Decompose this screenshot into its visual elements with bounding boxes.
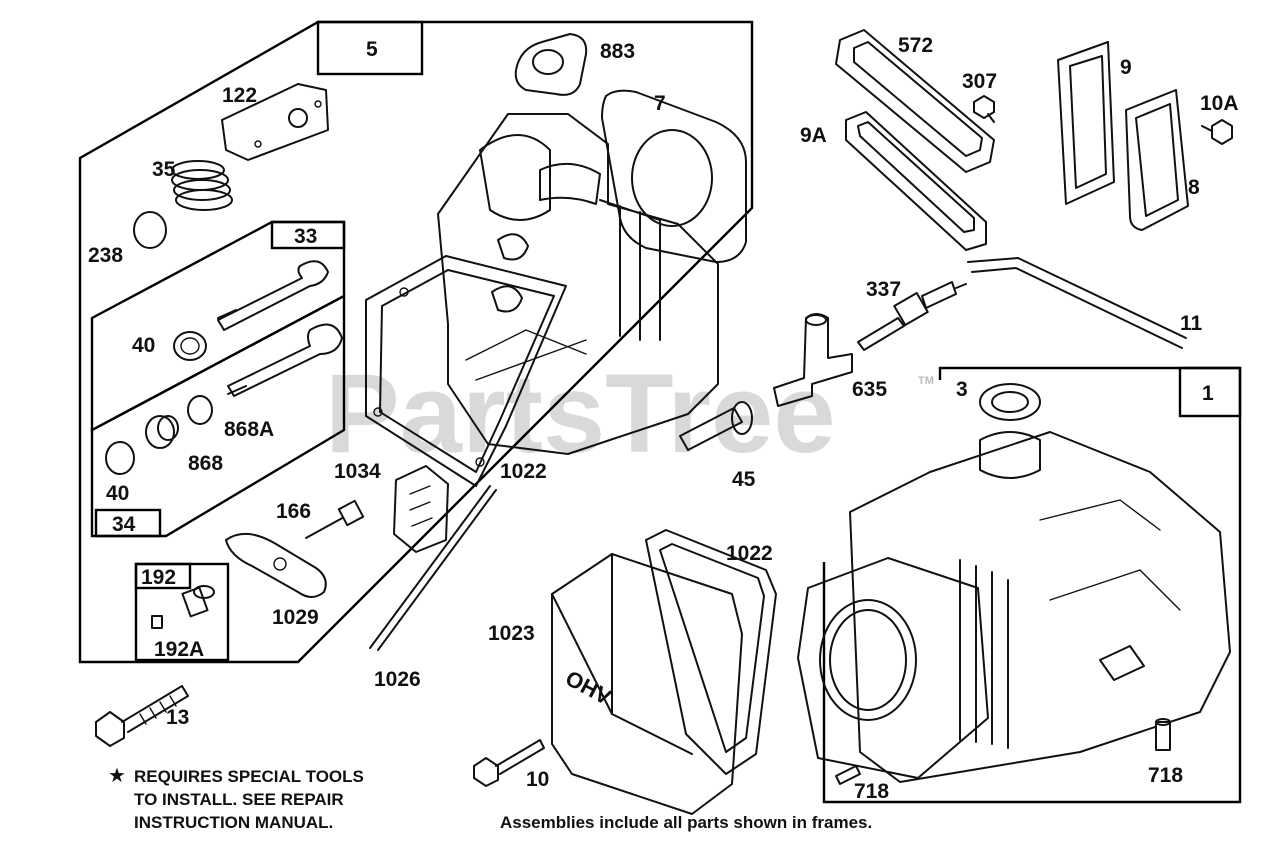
trademark-mark: TM	[918, 375, 934, 387]
frame-33-34: 33 34	[90, 220, 346, 538]
label-45: 45	[732, 468, 756, 491]
pushrod-1026-part	[369, 485, 497, 651]
spring-35-part	[171, 160, 233, 211]
label-1026: 1026	[374, 668, 421, 691]
cylinder-head-5-part	[437, 113, 719, 455]
cap-238-part	[133, 211, 167, 249]
bolt-10-part	[473, 739, 545, 787]
plate-1034-part	[393, 465, 449, 553]
washer-868a-part	[187, 395, 213, 425]
label-1022-a: 1022	[500, 460, 547, 483]
pipe-45-part	[679, 401, 753, 451]
bracket-122-part	[221, 83, 329, 161]
adjuster-192-part	[151, 585, 215, 629]
bolt-13-part	[95, 685, 189, 747]
screw-307-part	[973, 95, 995, 123]
label-1023: 1023	[488, 622, 535, 645]
label-13: 13	[166, 706, 189, 729]
dowel-718-left-part	[835, 765, 861, 785]
label-9: 9	[1120, 56, 1132, 79]
gasket-9-part	[1057, 41, 1115, 205]
gasket-883-part	[514, 33, 588, 96]
label-1022-b: 1022	[726, 542, 773, 565]
label-10: 10	[526, 768, 549, 791]
label-572: 572	[898, 34, 933, 57]
gasket-7-part	[601, 89, 747, 263]
label-1029: 1029	[272, 606, 319, 629]
frame-1: 1	[822, 366, 1242, 804]
frame-34-label: 34	[112, 513, 136, 536]
gasket-9a-part	[845, 111, 987, 251]
screw-10a-part	[1201, 119, 1233, 145]
frame-192-label: 192	[141, 566, 176, 589]
watermark: PartsTree	[325, 351, 836, 476]
label-166: 166	[276, 500, 311, 523]
breather-8-part	[1125, 89, 1189, 231]
note-line-2: TO INSTALL. SEE REPAIR	[134, 790, 344, 809]
fitting-635-part	[773, 313, 853, 407]
gasket-572-part	[835, 29, 995, 173]
label-1034: 1034	[334, 460, 381, 483]
label-192a: 192A	[154, 638, 204, 661]
label-337: 337	[866, 278, 901, 301]
label-11: 11	[1180, 312, 1203, 335]
valve-33-part	[217, 260, 329, 331]
label-3: 3	[956, 378, 968, 401]
guide-868-part	[145, 415, 179, 449]
spark-plug-337-part	[857, 281, 967, 351]
label-718-b: 718	[1148, 764, 1183, 787]
label-238: 238	[88, 244, 123, 267]
oil-seal-3-part	[979, 383, 1041, 421]
label-10a: 10A	[1200, 92, 1239, 115]
valve-2-part	[227, 323, 343, 397]
label-307: 307	[962, 70, 997, 93]
frame-1-label: 1	[1202, 382, 1214, 405]
label-122: 122	[222, 84, 257, 107]
note-line-1: REQUIRES SPECIAL TOOLS	[134, 767, 364, 786]
label-7: 7	[654, 92, 666, 115]
label-718-a: 718	[854, 780, 889, 803]
frame-5-label: 5	[366, 38, 378, 61]
label-8: 8	[1188, 176, 1200, 199]
label-9a: 9A	[800, 124, 827, 147]
dowel-718-right-part	[1155, 718, 1171, 751]
gasket-1022-part	[365, 255, 567, 487]
label-635: 635	[852, 378, 887, 401]
frame-192: 192	[134, 562, 230, 662]
assemblies-note: Assemblies include all parts shown in fr…	[500, 813, 872, 832]
label-868: 868	[188, 452, 223, 475]
stud-166-part	[305, 499, 365, 539]
valve-cover-1023-part: OHV	[551, 553, 743, 815]
label-883: 883	[600, 40, 635, 63]
gasket-1022-lower-part	[645, 529, 777, 775]
label-35: 35	[152, 158, 176, 181]
rocker-1029-part	[225, 533, 327, 598]
note-line-3: INSTRUCTION MANUAL.	[134, 813, 333, 832]
seal-40-part	[173, 331, 207, 361]
seal-40-lower-part	[105, 441, 135, 475]
frame-5: 5	[78, 20, 754, 664]
label-40-a: 40	[132, 334, 155, 357]
star-symbol: ★	[108, 765, 126, 787]
cylinder-block-1-part	[797, 431, 1231, 783]
label-868a: 868A	[224, 418, 274, 441]
tube-11-part	[967, 257, 1187, 349]
label-40-b: 40	[106, 482, 129, 505]
frame-33-label: 33	[294, 225, 317, 248]
